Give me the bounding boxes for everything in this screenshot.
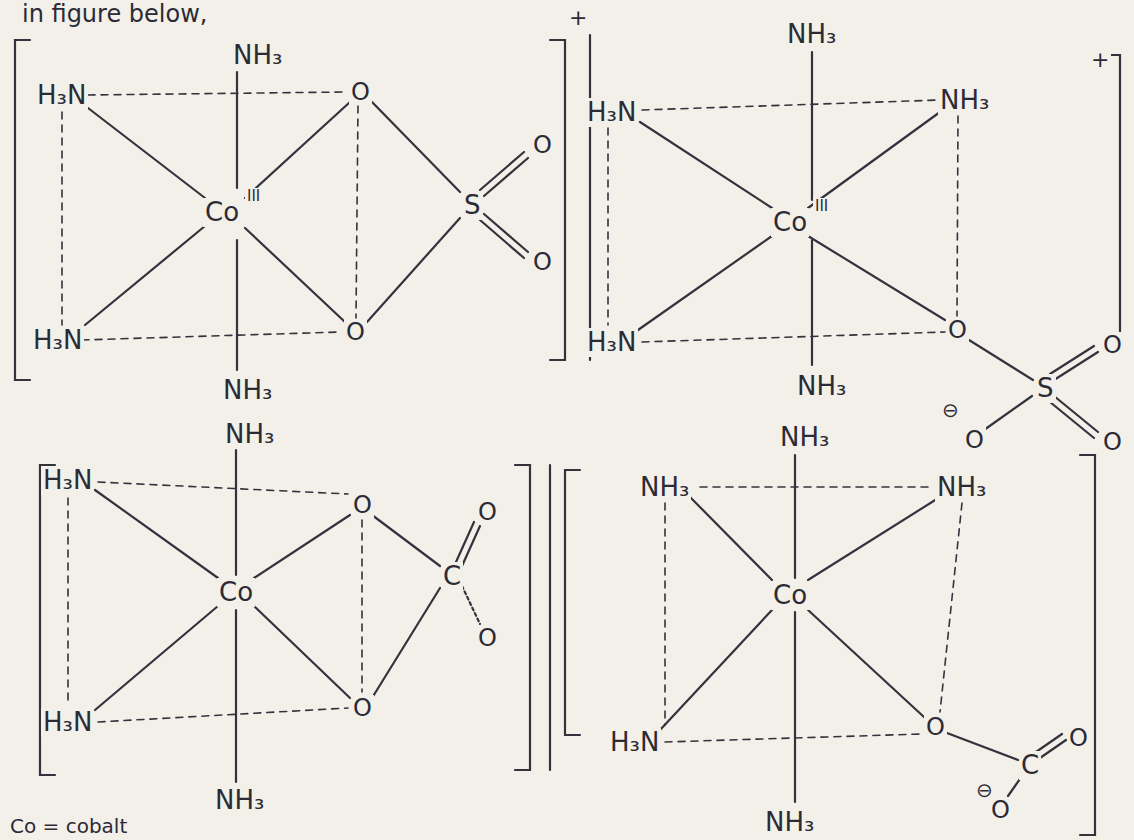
atom-label: O: [1101, 429, 1124, 455]
bond-lines: [660, 455, 1066, 802]
atom-label: H₃N: [585, 328, 638, 357]
atom-label: O: [476, 499, 499, 525]
dashed-square: [608, 100, 958, 342]
bond-lines: [638, 52, 1098, 438]
metal-atom: Co: [203, 198, 241, 227]
atom-label: H₃N: [608, 728, 661, 757]
atom-label: O: [531, 249, 554, 275]
atom-label: NH₃: [795, 372, 848, 401]
atom-label: NH₃: [223, 420, 276, 449]
bracket: [590, 35, 1120, 360]
metal-atom: Co: [217, 578, 255, 607]
negative-charge: ⊖: [940, 399, 961, 421]
atom-label: O: [946, 317, 969, 343]
charge-sign: +: [567, 6, 589, 30]
atom-label: C: [441, 562, 463, 591]
dashed-square: [68, 482, 362, 722]
dashed-square: [62, 92, 358, 340]
atom-label: NH₃: [221, 376, 274, 405]
atom-label: NH₃: [785, 20, 838, 49]
atom-label: NH₃: [763, 808, 816, 837]
atom-label: S: [1035, 374, 1056, 403]
atom-label: O: [963, 427, 986, 453]
bracket: [15, 40, 565, 380]
atom-label: H₃N: [35, 81, 88, 110]
atom-label: NH₃: [231, 41, 284, 70]
atom-label: S: [462, 191, 483, 220]
atom-label: O: [1067, 725, 1090, 751]
bracket: [40, 465, 580, 775]
atom-label: O: [476, 625, 499, 651]
atom-label: H₃N: [41, 708, 94, 737]
note-text: in figure below,: [20, 1, 209, 27]
atom-label: H₃N: [31, 326, 84, 355]
atom-label: NH₃: [938, 86, 991, 115]
bracket: [1080, 455, 1095, 835]
negative-charge: ⊖: [974, 779, 995, 801]
dashed-square: [665, 487, 962, 742]
note-text: Co = cobalt: [8, 815, 129, 837]
atom-label: O: [531, 132, 554, 158]
hashed-bond: [462, 586, 480, 624]
metal-atom: Co: [771, 208, 809, 237]
charge-sign: +: [1089, 48, 1111, 72]
bond-lines: [85, 72, 528, 370]
atom-label: NH₃: [638, 473, 691, 502]
oxidation-state: III: [245, 188, 262, 205]
atom-label: C: [1019, 751, 1041, 780]
atom-label: O: [924, 714, 947, 740]
atom-label: O: [344, 319, 367, 345]
atom-label: NH₃: [778, 423, 831, 452]
bond-lines: [95, 450, 480, 782]
atom-label: H₃N: [585, 98, 638, 127]
atom-label: O: [1101, 332, 1124, 358]
atom-label: NH₃: [213, 786, 266, 815]
atom-label: O: [351, 492, 374, 518]
atom-label: NH₃: [935, 473, 988, 502]
atom-label: H₃N: [41, 466, 94, 495]
oxidation-state: III: [813, 198, 830, 215]
atom-label: O: [351, 695, 374, 721]
metal-atom: Co: [771, 581, 809, 610]
atom-label: O: [349, 79, 372, 105]
